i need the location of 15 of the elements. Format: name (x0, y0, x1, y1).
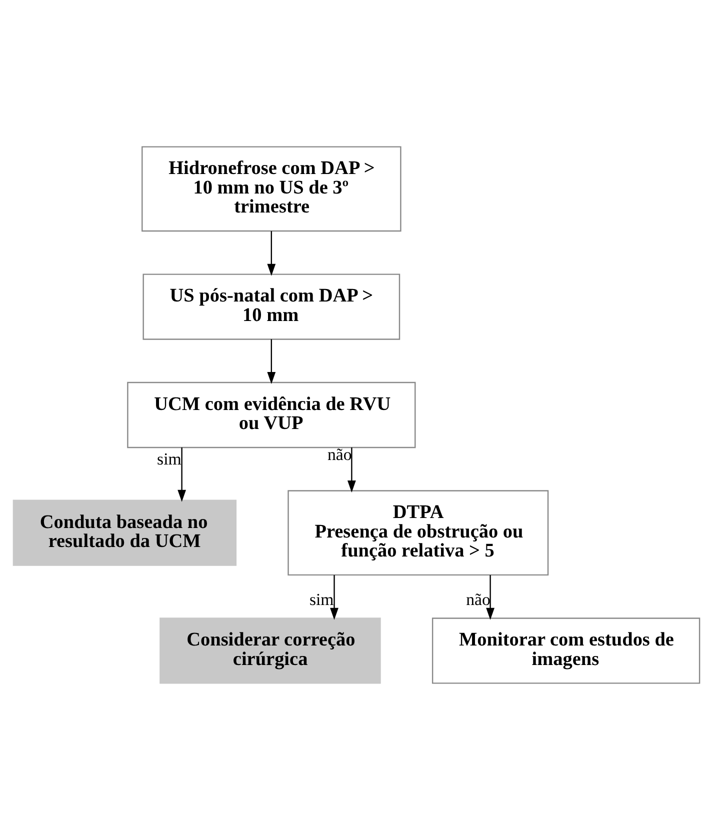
arrow (178, 447, 186, 502)
node-box: Conduta baseada no resultado da UCM (12, 499, 237, 566)
node-box: DTPA Presença de obstrução ou função relativa > 5 (288, 490, 549, 576)
node-box: UCM com evidência de RVU ou VUP (127, 381, 416, 448)
arrow (347, 447, 356, 492)
edge-label: sim (309, 590, 334, 609)
edge-label: sim (157, 448, 182, 468)
node-box: Monitorar com estudos de imagens (432, 617, 700, 684)
node-box: Hidronefrose com DAP > 10 mm no US de 3º trimestre (142, 146, 402, 232)
arrow (330, 574, 338, 620)
arrow (267, 230, 276, 276)
node-box: Considerar correção cirúrgica (160, 617, 381, 684)
node-box: US pós-natal com DAP > 10 mm (142, 273, 400, 340)
arrow (486, 574, 494, 620)
arrow (267, 338, 276, 384)
